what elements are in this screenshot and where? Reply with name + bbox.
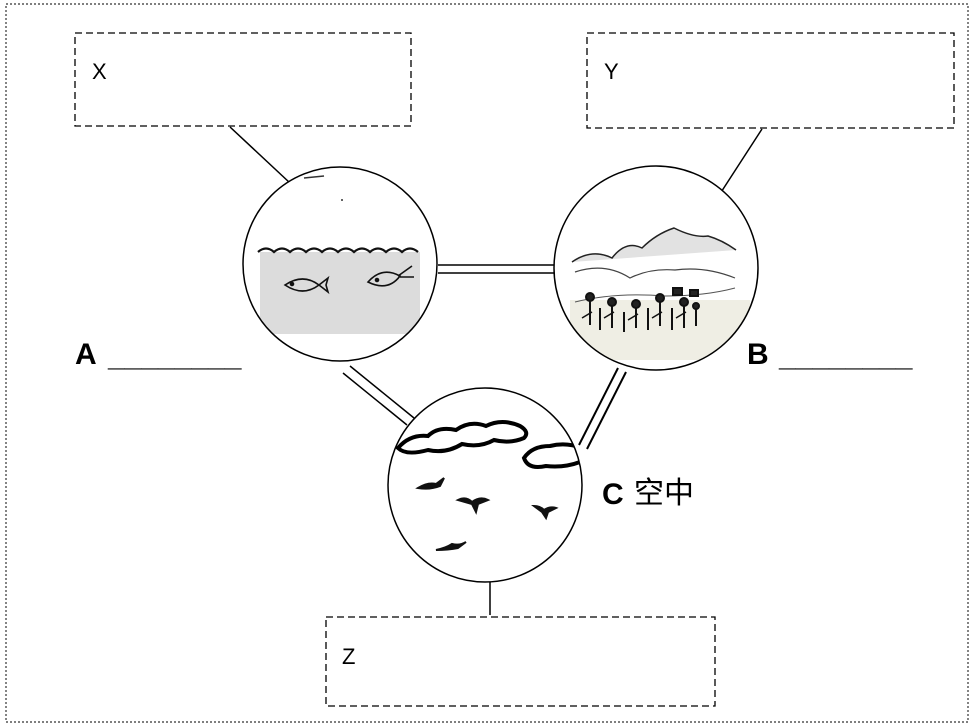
marker-b-letter: B [747,338,769,371]
marker-c-text: 空中 [634,476,694,511]
connector-y [715,128,763,201]
label-box-x-text: X [92,59,107,84]
label-box-y[interactable] [586,32,955,129]
label-box-y-text: Y [604,59,619,84]
fish-icon [366,265,414,287]
hills-and-plants-scene [553,165,759,371]
marker-c-letter: C [602,478,624,511]
label-box-z-text: Z [342,644,355,669]
double-link-water-air [342,365,415,426]
clouds-and-birds-scene [387,387,583,583]
page-border [5,3,969,723]
plants-icon [581,287,700,332]
bird-icon [415,477,559,551]
fish-in-water-scene [242,166,438,362]
connector-x [229,126,291,184]
double-link-water-land [438,264,554,274]
marker-b-blank[interactable]: ________ [778,340,913,373]
label-box-z[interactable] [325,616,716,707]
double-link-land-air [578,367,627,450]
fish-icon [283,275,330,295]
marker-a-letter: A [75,338,97,371]
cloud-icon [395,420,529,455]
cloud-icon [521,442,582,469]
label-box-x[interactable] [74,32,412,127]
marker-a-blank[interactable]: ________ [107,340,242,373]
